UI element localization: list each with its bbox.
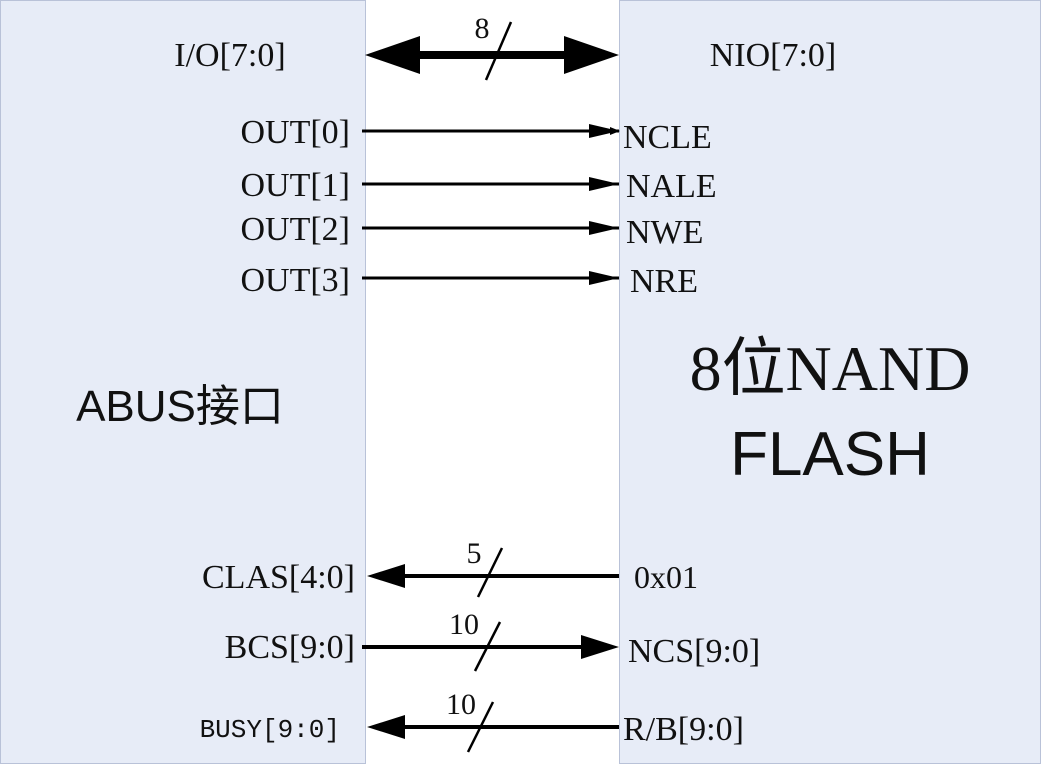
io-bus-width: 8 [475,12,490,45]
nale-port-label: NALE [626,168,717,205]
io-port-label: I/O[7:0] [174,37,285,74]
out0-port-label: OUT[0] [240,114,350,151]
clas-arrowhead [367,564,405,588]
rb-port-label: R/B[9:0] [623,711,744,748]
ncle-port-label: NCLE [623,119,712,156]
io-bus-right-arrowhead [564,36,619,74]
nwe-port-label: NWE [626,214,703,251]
ncle-arrowhead [589,124,619,138]
nand-flash-title-line2: FLASH [730,420,930,489]
busy-bus-width: 10 [446,688,476,721]
io-bus-left-arrowhead [365,36,420,74]
clas-port-label: CLAS[4:0] [202,559,355,596]
bcs-bus-width: 10 [449,608,479,641]
busy-port-label: BUSY[9:0] [200,715,340,745]
bcs-bus-slash [473,621,502,672]
io-bus [365,21,619,81]
clas-bus-width: 5 [467,537,482,570]
nand-flash-block [619,0,1041,764]
out2-port-label: OUT[2] [240,211,350,248]
nwe-arrowhead [589,221,619,235]
clas-bus-slash [476,547,504,598]
out1-port-label: OUT[1] [240,167,350,204]
busy-bus-slash [466,701,495,753]
io-bus-slash [484,21,513,81]
abus-interface-block [0,0,366,764]
nre-arrowhead [589,271,619,285]
ncs-port-label: NCS[9:0] [628,633,760,670]
nale-arrowhead [589,177,619,191]
nand-flash-title-line1: 8位NAND [690,333,971,404]
nio-port-label: NIO[7:0] [710,37,837,74]
abus-interface-title: ABUS接口 [76,382,284,431]
constant-0x01-label: 0x01 [634,559,698,595]
busy-arrowhead [367,715,405,739]
bcs-port-label: BCS[9:0] [225,629,355,666]
bcs-arrowhead [581,635,619,659]
nre-port-label: NRE [630,263,698,300]
out3-port-label: OUT[3] [240,262,350,299]
